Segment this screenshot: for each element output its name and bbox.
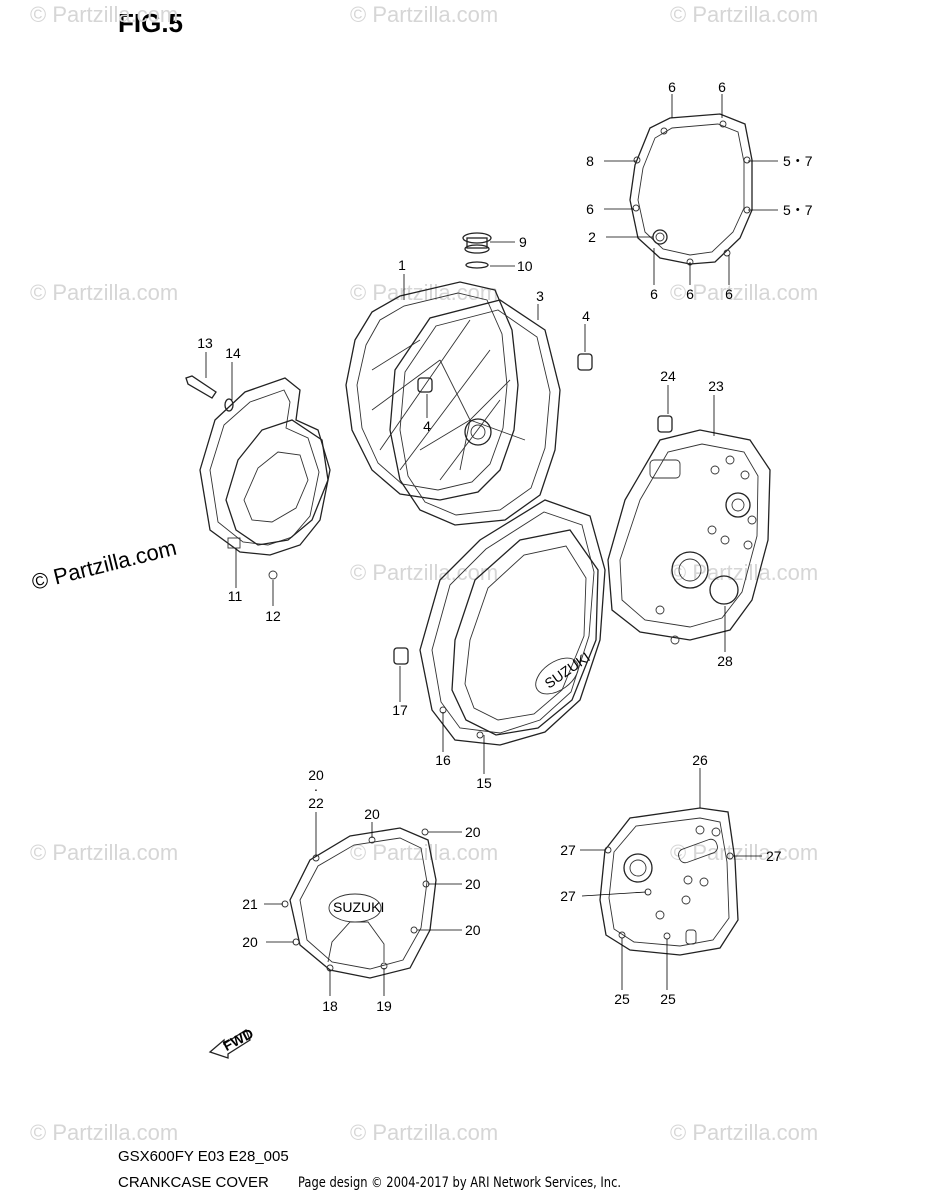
watermark: © Partzilla.com: [30, 1120, 178, 1145]
watermark: © Partzilla.com: [30, 840, 178, 865]
callout-20: 20: [308, 767, 324, 783]
callout-labels: 6 6 8 5・7 6 5・7 9 2 10 1 6 6 6 3 4 13 14…: [197, 79, 813, 1014]
watermark: © Partzilla.com: [670, 560, 818, 585]
callout-27: 27: [560, 842, 576, 858]
fwd-label: FWD: [220, 1025, 256, 1054]
callout-6: 6: [668, 79, 676, 95]
callout-14: 14: [225, 345, 241, 361]
watermark-main: © Partzilla.com: [29, 535, 179, 595]
part-clutch-cover: [345, 281, 561, 526]
callout-15: 15: [476, 775, 492, 791]
section-name: CRANKCASE COVER: [118, 1174, 269, 1191]
callout-2: 2: [588, 229, 596, 245]
callout-6: 6: [650, 286, 658, 302]
callout-20: 20: [465, 922, 481, 938]
part-right-housing: [607, 415, 771, 645]
callout-12: 12: [265, 608, 281, 624]
watermark: © Partzilla.com: [350, 2, 498, 27]
part-magneto-cover: SUZUKI: [393, 499, 606, 746]
dowel-part-4: [417, 377, 433, 393]
callout-16: 16: [435, 752, 451, 768]
model-code: GSX600FY E03 E28_005: [118, 1148, 289, 1165]
callout-1: 1: [398, 257, 406, 273]
svg-text:·: ·: [314, 781, 319, 797]
watermark: © Partzilla.com: [350, 1120, 498, 1145]
callout-10: 10: [517, 258, 533, 274]
part-signal-cover: [629, 113, 753, 266]
part-filler-cap: [462, 232, 492, 269]
callout-27: 27: [560, 888, 576, 904]
callout-25: 25: [660, 991, 676, 1007]
part-left-cover: [199, 377, 331, 580]
watermark: © Partzilla.com: [670, 280, 818, 305]
callout-19: 19: [376, 998, 392, 1014]
callout-6: 6: [725, 286, 733, 302]
callout-4: 4: [423, 418, 431, 434]
watermark: © Partzilla.com: [350, 840, 498, 865]
callout-27: 27: [766, 848, 782, 864]
callout-26: 26: [692, 752, 708, 768]
dowel-pin-4: [577, 353, 593, 371]
part-lower-right-cover: [599, 807, 739, 956]
copyright-credit: Page design © 2004-2017 by ARI Network S…: [298, 1175, 622, 1191]
callout-5-7: 5・7: [783, 202, 813, 218]
watermark: © Partzilla.com: [670, 1120, 818, 1145]
watermark: © Partzilla.com: [350, 560, 498, 585]
callout-8: 8: [586, 153, 594, 169]
callout-22: 22: [308, 795, 324, 811]
brand-logo-text: SUZUKI: [333, 899, 384, 915]
callout-25: 25: [614, 991, 630, 1007]
part-bolt-13: [185, 375, 234, 412]
forward-direction-arrow: FWD: [208, 1025, 256, 1059]
callout-6: 6: [718, 79, 726, 95]
callout-9: 9: [519, 234, 527, 250]
callout-4: 4: [582, 308, 590, 324]
callout-13: 13: [197, 335, 213, 351]
callout-20: 20: [242, 934, 258, 950]
callout-20: 20: [465, 824, 481, 840]
part-lower-left-cover: SUZUKI: [281, 827, 437, 979]
plug-part-2: [652, 229, 668, 245]
callout-20: 20: [465, 876, 481, 892]
callout-11: 11: [228, 588, 243, 604]
callout-28: 28: [717, 653, 733, 669]
callout-20: 20: [364, 806, 380, 822]
callout-5-7: 5・7: [783, 153, 813, 169]
callout-6: 6: [586, 201, 594, 217]
figure-title: FIG.5: [118, 8, 184, 38]
plug-part-28: [709, 575, 739, 605]
watermark: © Partzilla.com: [670, 840, 818, 865]
callout-6: 6: [686, 286, 694, 302]
callout-23: 23: [708, 378, 724, 394]
watermark: © Partzilla.com: [30, 280, 178, 305]
watermark: © Partzilla.com: [30, 2, 178, 27]
callout-17: 17: [392, 702, 408, 718]
callout-21: 21: [242, 896, 258, 912]
callout-24: 24: [660, 368, 676, 384]
watermark: © Partzilla.com: [670, 2, 818, 27]
callout-3: 3: [536, 288, 544, 304]
callout-18: 18: [322, 998, 338, 1014]
watermark-layer: © Partzilla.com © Partzilla.com © Partzi…: [29, 2, 818, 1145]
leader-lines: [205, 94, 778, 996]
